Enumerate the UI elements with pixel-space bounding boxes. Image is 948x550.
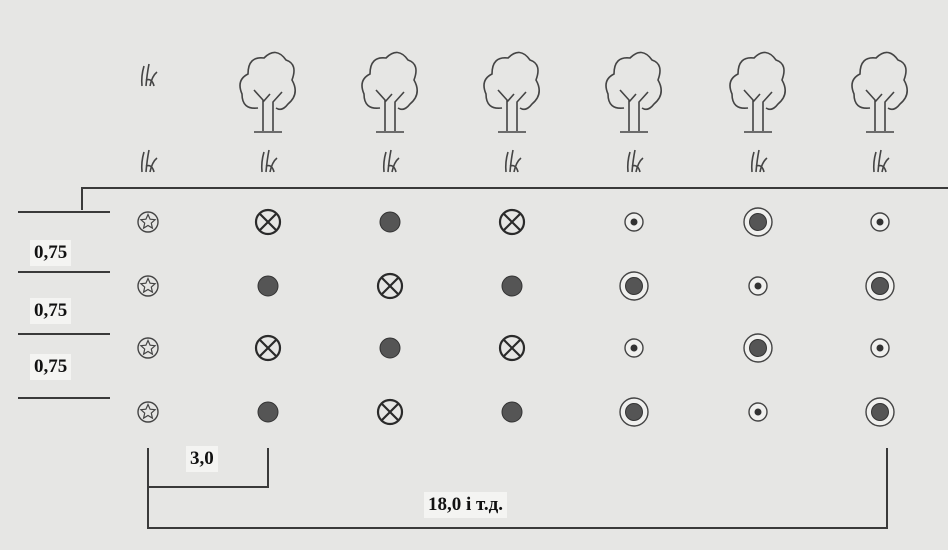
row-spacing-label-1: 0,75: [30, 240, 72, 266]
grass-icon: [382, 149, 400, 173]
tree-icon: [605, 51, 662, 133]
dimension-lines: [18, 187, 948, 529]
star-symbol-icon: [137, 401, 159, 423]
tree-icon: [483, 51, 540, 133]
tree-icon: [851, 51, 908, 133]
planting-grid: [137, 207, 895, 427]
dotted-circle-icon: [748, 276, 768, 296]
grass-icon: [750, 149, 768, 173]
solid-circle-icon: [379, 337, 401, 359]
crossed-circle-icon: [498, 334, 526, 362]
ringed-circle-icon: [865, 397, 895, 427]
grass-icon: [260, 149, 278, 173]
dotted-circle-icon: [870, 212, 890, 232]
row-spacing-label-2: 0,75: [30, 298, 72, 324]
grass-icon: [626, 149, 644, 173]
star-symbol-icon: [137, 211, 159, 233]
solid-circle-icon: [501, 275, 523, 297]
dotted-circle-icon: [624, 338, 644, 358]
dotted-circle-icon: [748, 402, 768, 422]
tree-icon: [729, 51, 786, 133]
top-plant-icons: [140, 51, 908, 173]
total-length-line: [147, 448, 888, 529]
ringed-circle-icon: [619, 397, 649, 427]
ringed-circle-icon: [743, 207, 773, 237]
column-spacing-label: 3,0: [186, 446, 218, 472]
crossed-circle-icon: [376, 272, 404, 300]
ringed-circle-icon: [865, 271, 895, 301]
crossed-circle-icon: [376, 398, 404, 426]
solid-circle-icon: [379, 211, 401, 233]
row-spacing-label-3: 0,75: [30, 354, 72, 380]
tree-icon: [361, 51, 418, 133]
ringed-circle-icon: [743, 333, 773, 363]
crossed-circle-icon: [498, 208, 526, 236]
solid-circle-icon: [257, 401, 279, 423]
star-symbol-icon: [137, 337, 159, 359]
tree-icon: [239, 51, 296, 133]
total-length-label: 18,0 і т.д.: [424, 492, 508, 518]
crossed-circle-icon: [254, 334, 282, 362]
dotted-circle-icon: [870, 338, 890, 358]
solid-circle-icon: [501, 401, 523, 423]
grass-icon: [872, 149, 890, 173]
grass-icon: [140, 63, 158, 87]
ringed-circle-icon: [619, 271, 649, 301]
grass-icon: [504, 149, 522, 173]
star-symbol-icon: [137, 275, 159, 297]
grass-icon: [140, 149, 158, 173]
top-boundary-line: [81, 187, 948, 210]
solid-circle-icon: [257, 275, 279, 297]
crossed-circle-icon: [254, 208, 282, 236]
dotted-circle-icon: [624, 212, 644, 232]
